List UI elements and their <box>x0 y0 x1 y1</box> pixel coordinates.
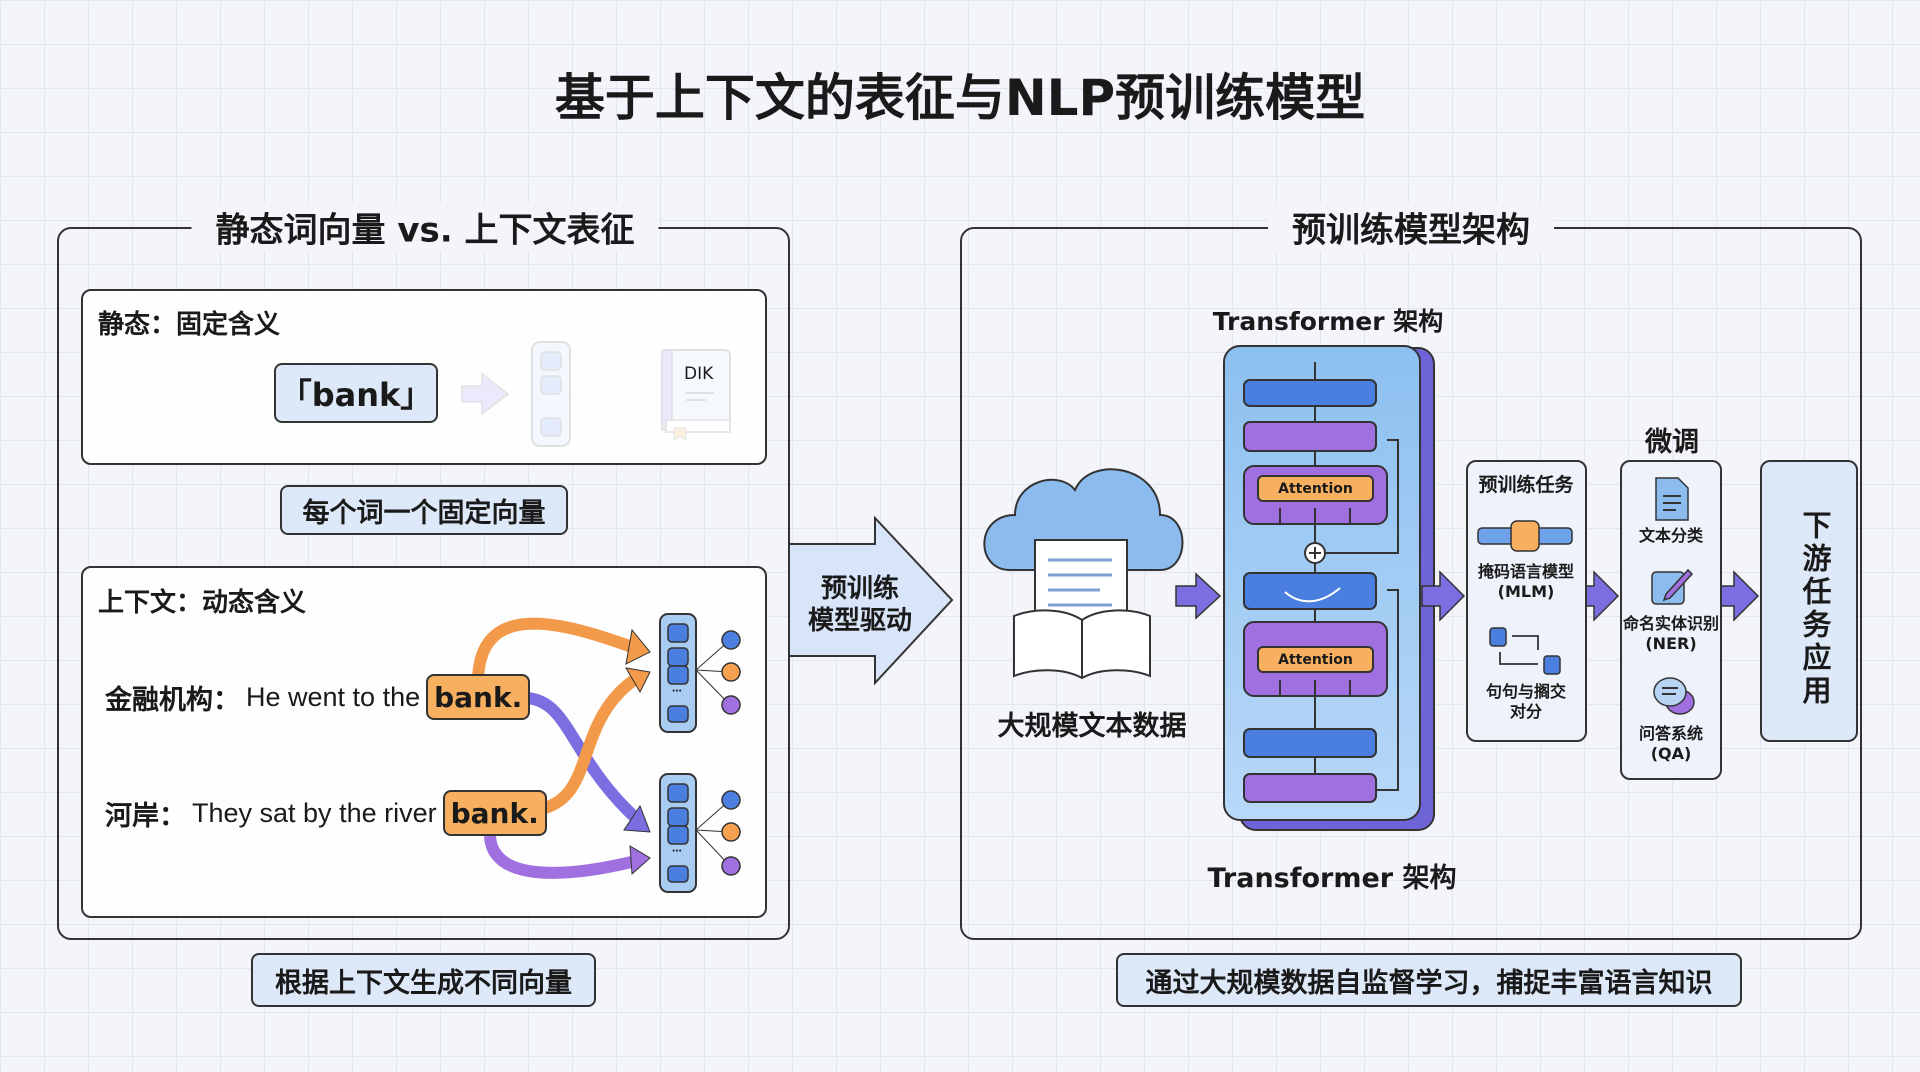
vector-ellipsis: ⋯ <box>672 846 682 857</box>
sentence-finance: 金融机构： He went to the bank. <box>105 674 531 720</box>
arrow-bank2-to-vector2 <box>484 835 642 879</box>
open-book-icon <box>1013 609 1151 680</box>
chat-icon <box>1653 677 1695 715</box>
book-text: DIK <box>684 364 714 384</box>
sentence-prefix: 河岸： <box>105 800 186 832</box>
arrow-bank1-to-vector2 <box>525 692 644 827</box>
nsp-line1: 句句与搁交 <box>1485 682 1567 701</box>
embedding-layer <box>1243 572 1377 610</box>
pretrain-tasks-title: 预训练任务 <box>1478 474 1574 496</box>
attention-block-1: Attention <box>1257 475 1374 502</box>
nsp-label: 句句与搁交对分 <box>1486 682 1566 722</box>
sentence-pair-icon <box>1489 627 1561 675</box>
vector-ellipsis: ⋯ <box>672 686 682 697</box>
transformer-top-label: Transformer 架构 <box>1212 307 1444 336</box>
sentence-river: 河岸： They sat by the river bank. <box>105 790 547 836</box>
context-vector-1-icon <box>659 613 741 733</box>
arrow-bank1-to-vector1 <box>472 617 643 681</box>
arrow-data-to-transformer <box>1175 572 1222 620</box>
sentence-prefix: 金融机构： <box>105 684 240 716</box>
pretrain-tasks-box <box>1466 460 1587 742</box>
downstream-box <box>1760 460 1858 742</box>
layer-norm-bottom <box>1243 728 1377 758</box>
qa-sub: (QA) <box>1650 744 1692 763</box>
bank-word-box: 「bank」 <box>274 363 438 423</box>
qa-label: 问答系统 <box>1638 724 1704 743</box>
left-panel-header: 静态词向量 vs. 上下文表征 <box>191 202 659 252</box>
arrow-label-line1: 预训练 <box>820 574 900 604</box>
transformer-bottom-label: Transformer 架构 <box>1207 863 1457 894</box>
nsp-line2: 对分 <box>1509 702 1543 721</box>
page-title: 基于上下文的表征与NLP预训练模型 <box>554 69 1366 127</box>
context-vector-2-icon <box>659 773 741 893</box>
cloud-icon <box>983 468 1184 571</box>
finetune-item-ner: 命名实体识别(NER) <box>1623 614 1719 654</box>
document-icon <box>1655 477 1689 521</box>
downstream-label: 下游任务应用 <box>1798 510 1832 708</box>
sentence-text: He went to the <box>246 681 421 712</box>
mlm-line1: 掩码语言模型 <box>1477 562 1575 581</box>
context-label: 上下文：动态含义 <box>98 588 307 618</box>
ner-label: 命名实体识别 <box>1622 614 1720 633</box>
pretrain-arrow <box>790 515 954 686</box>
attention-block-2: Attention <box>1257 646 1374 673</box>
bank-highlight-1: bank. <box>426 674 531 720</box>
right-panel-header: 预训练模型架构 <box>1268 202 1554 252</box>
mlm-line2: (MLM) <box>1497 582 1555 601</box>
finetune-item-text-classification: 文本分类 <box>1638 526 1704 545</box>
arrow-bank2-to-vector1 <box>534 670 644 816</box>
layer-norm-top <box>1243 379 1377 407</box>
data-label: 大规模文本数据 <box>997 711 1187 742</box>
finetune-item-qa: 问答系统(QA) <box>1639 724 1703 764</box>
static-label: 静态：固定含义 <box>98 310 281 340</box>
arrow-transformer-to-tasks <box>1421 570 1466 622</box>
sentence-text: They sat by the river <box>192 797 437 828</box>
right-caption: 通过大规模数据自监督学习，捕捉丰富语言知识 <box>1116 953 1742 1007</box>
arrow-label-line2: 模型驱动 <box>807 606 913 636</box>
feed-forward-bottom <box>1243 773 1377 803</box>
static-caption: 每个词一个固定向量 <box>280 485 568 535</box>
ner-sub: (NER) <box>1645 634 1697 653</box>
edit-icon <box>1651 568 1694 605</box>
masked-token-icon <box>1477 520 1573 552</box>
bank-highlight-2: bank. <box>442 790 547 836</box>
mlm-label: 掩码语言模型(MLM) <box>1478 562 1574 602</box>
feed-forward-top <box>1243 421 1377 452</box>
context-caption: 根据上下文生成不同向量 <box>251 953 596 1007</box>
finetune-title: 微调 <box>1645 427 1699 458</box>
